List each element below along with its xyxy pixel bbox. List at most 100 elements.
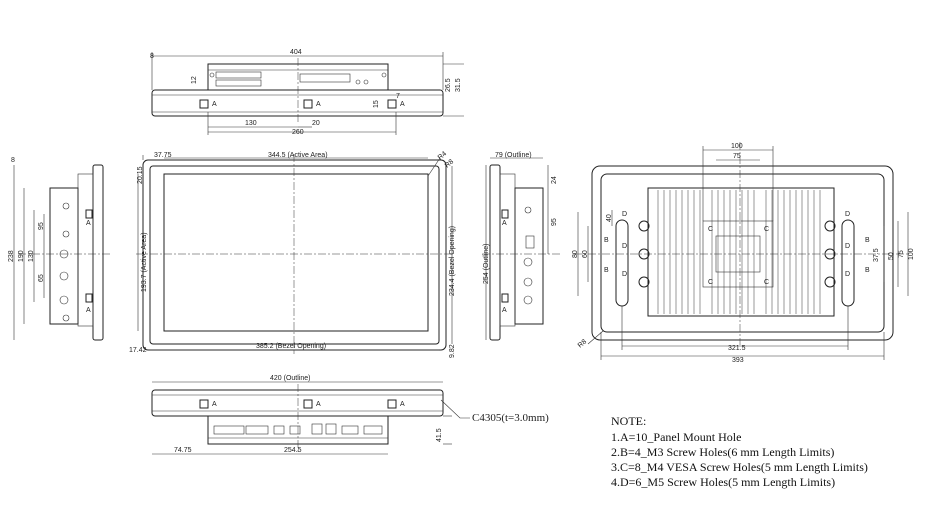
hole-label: A [400, 101, 405, 108]
hole-label: A [502, 307, 507, 314]
dim-265: 26.5 [445, 78, 452, 92]
dim-95: 95 [551, 218, 558, 226]
dim-100-right: 100 [908, 248, 915, 260]
dim-75-top: 75 [733, 153, 741, 160]
screw-label-d: D [845, 243, 850, 250]
front-outline [142, 159, 447, 351]
dim-bottom-right: 9.82 [449, 344, 456, 358]
mount-hole [387, 99, 397, 109]
mount-hole [199, 99, 209, 109]
mount-hole [501, 293, 509, 303]
hole-label: A [316, 101, 321, 108]
hole-label: A [316, 401, 321, 408]
slot-left [615, 219, 629, 307]
front-view: 344.5 (Active Area) 37.75 20.15 385.2 (B… [129, 150, 456, 358]
top-view: A A A 404 8 130 20 260 12 26.5 31.5 15 7 [150, 49, 464, 136]
vesa-hole [638, 276, 650, 288]
note-item: 4.D=6_M5 Screw Holes(5 mm Length Limits) [611, 475, 835, 489]
screw-label-c: C [764, 279, 769, 286]
screw-label-d: D [622, 243, 627, 250]
hole-label: A [212, 101, 217, 108]
hole-label: A [400, 401, 405, 408]
dim-315: 31.5 [455, 78, 462, 92]
mount-hole [303, 399, 313, 409]
vesa-hole [824, 276, 836, 288]
dim-238: 238 [8, 250, 15, 262]
notes: NOTE: 1.A=10_Panel Mount Hole 2.B=4_M3 S… [611, 414, 868, 489]
dim-20: 20 [312, 120, 320, 127]
dim-190: 190 [18, 250, 25, 262]
screw-label-c: C [708, 226, 713, 233]
dim-top-margin: 20.15 [137, 166, 144, 184]
mount-hole [199, 399, 209, 409]
dim-outline-79: 79 (Outline) [495, 152, 532, 159]
dim-2545: 254.5 [284, 447, 302, 454]
heatsink [647, 187, 835, 317]
hole-label: A [86, 307, 91, 314]
mount-hole [303, 99, 313, 109]
dim-254-outline: 254 (Outline) [483, 244, 490, 284]
vesa-hole [824, 220, 836, 232]
dim-375: 37.5 [873, 248, 880, 262]
screw-label-b: B [604, 267, 609, 274]
screw-label-d: D [622, 271, 627, 278]
vesa-hole [824, 248, 836, 260]
screw-label-d: D [845, 271, 850, 278]
dim-60: 60 [582, 250, 589, 258]
screw-label-c: C [708, 279, 713, 286]
hole-label: A [212, 401, 217, 408]
rear-view: B B B B D D D D D D C C C C 100 75 80 60… [572, 142, 915, 364]
dim-r4: R4 [437, 150, 448, 161]
dim-top-left: 8 [150, 53, 154, 60]
dim-top-width: 404 [290, 49, 302, 56]
screw-label-d: D [622, 211, 627, 218]
dim-75-right: 75 [898, 250, 905, 258]
dim-7475: 74.75 [174, 447, 192, 454]
dim-260: 260 [292, 129, 304, 136]
mount-hole [501, 209, 509, 219]
notes-title: NOTE: [611, 414, 646, 428]
left-side-view: A A 238 190 130 95 65 8 [8, 157, 110, 341]
bezel-opening [149, 165, 440, 345]
right-bezel [489, 164, 501, 341]
screw-label-b: B [865, 267, 870, 274]
dim-7: 7 [396, 93, 400, 100]
dim-95: 95 [38, 222, 45, 230]
dim-415: 41.5 [436, 428, 443, 442]
dim-50: 50 [888, 252, 895, 260]
screw-label-b: B [604, 237, 609, 244]
mount-hole [85, 209, 93, 219]
dim-100-top: 100 [731, 143, 743, 150]
dim-bottom-left: 17.42 [129, 347, 147, 354]
dim-active-height: 193.7 (Active Area) [141, 232, 148, 292]
dim-80: 80 [572, 250, 579, 258]
active-area [163, 173, 429, 332]
note-item: 2.B=4_M3 Screw Holes(6 mm Length Limits) [611, 445, 834, 459]
dim-65: 65 [38, 274, 45, 282]
dim-r8: R8 [577, 338, 588, 349]
dim-130: 130 [245, 120, 257, 127]
left-bezel [92, 164, 104, 341]
dim-40: 40 [606, 214, 613, 222]
mount-hole [387, 399, 397, 409]
screw-label-c: C [764, 226, 769, 233]
dim-15: 15 [373, 100, 380, 108]
dim-3215: 321.5 [728, 345, 746, 352]
cutout-label: C4305(t=3.0mm) [472, 412, 549, 424]
dim-24: 24 [551, 176, 558, 184]
dim-r8: R8 [444, 158, 455, 169]
screw-label-d: D [845, 211, 850, 218]
hole-label: A [502, 220, 507, 227]
note-item: 3.C=8_M4 VESA Screw Holes(5 mm Length Li… [611, 460, 868, 474]
heatsink-fins [657, 190, 821, 314]
rear-outline [591, 165, 894, 341]
dim-bezel-width: 385.2 (Bezel Opening) [256, 343, 326, 350]
dim-left-margin: 37.75 [154, 152, 172, 159]
note-item: 1.A=10_Panel Mount Hole [611, 430, 741, 444]
dim-outline-420: 420 (Outline) [270, 375, 310, 382]
dim-393: 393 [732, 357, 744, 364]
dim-bezel-height: 234.4 (Bezel Opening) [449, 226, 456, 296]
bottom-view: A A A 420 (Outline) 74.75 254.5 41.5 C43… [151, 375, 549, 455]
dim-12: 12 [191, 76, 198, 84]
